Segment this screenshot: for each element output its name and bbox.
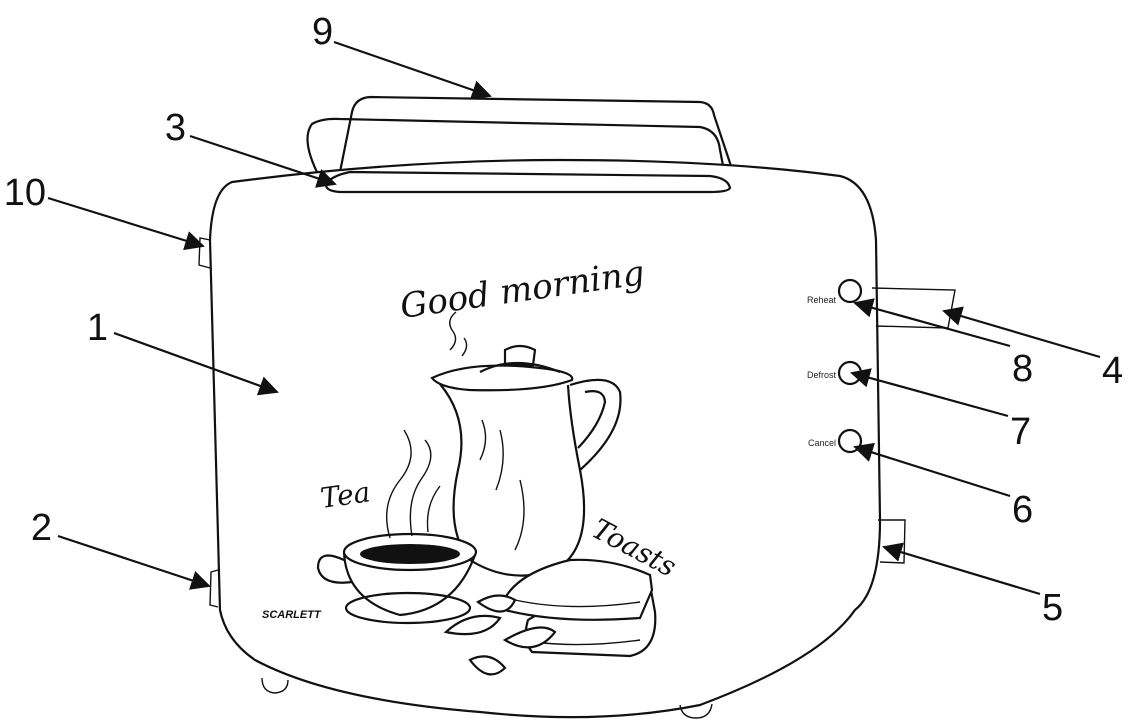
- callout-10: 10: [4, 172, 46, 214]
- callout-8: 8: [1012, 348, 1033, 390]
- leader-5: [884, 547, 1040, 594]
- callout-2: 2: [31, 507, 52, 549]
- reheat-label: Reheat: [807, 295, 837, 305]
- brand-logo: SCARLETT: [262, 609, 322, 621]
- leader-2: [58, 536, 209, 586]
- reheat-button[interactable]: [839, 280, 861, 302]
- leader-9: [334, 42, 490, 96]
- callout-4: 4: [1102, 350, 1123, 392]
- decal-left-word: Tea: [318, 475, 372, 515]
- callout-3: 3: [165, 107, 186, 149]
- leader-3: [190, 136, 335, 184]
- cancel-label: Cancel: [808, 438, 836, 448]
- defrost-label: Defrost: [807, 370, 837, 380]
- leader-10: [48, 198, 203, 246]
- callout-5: 5: [1042, 587, 1063, 629]
- callout-6: 6: [1012, 489, 1033, 531]
- callout-1: 1: [87, 307, 108, 349]
- callout-9: 9: [312, 11, 333, 53]
- defrost-button[interactable]: [839, 362, 861, 384]
- callout-7: 7: [1010, 411, 1031, 453]
